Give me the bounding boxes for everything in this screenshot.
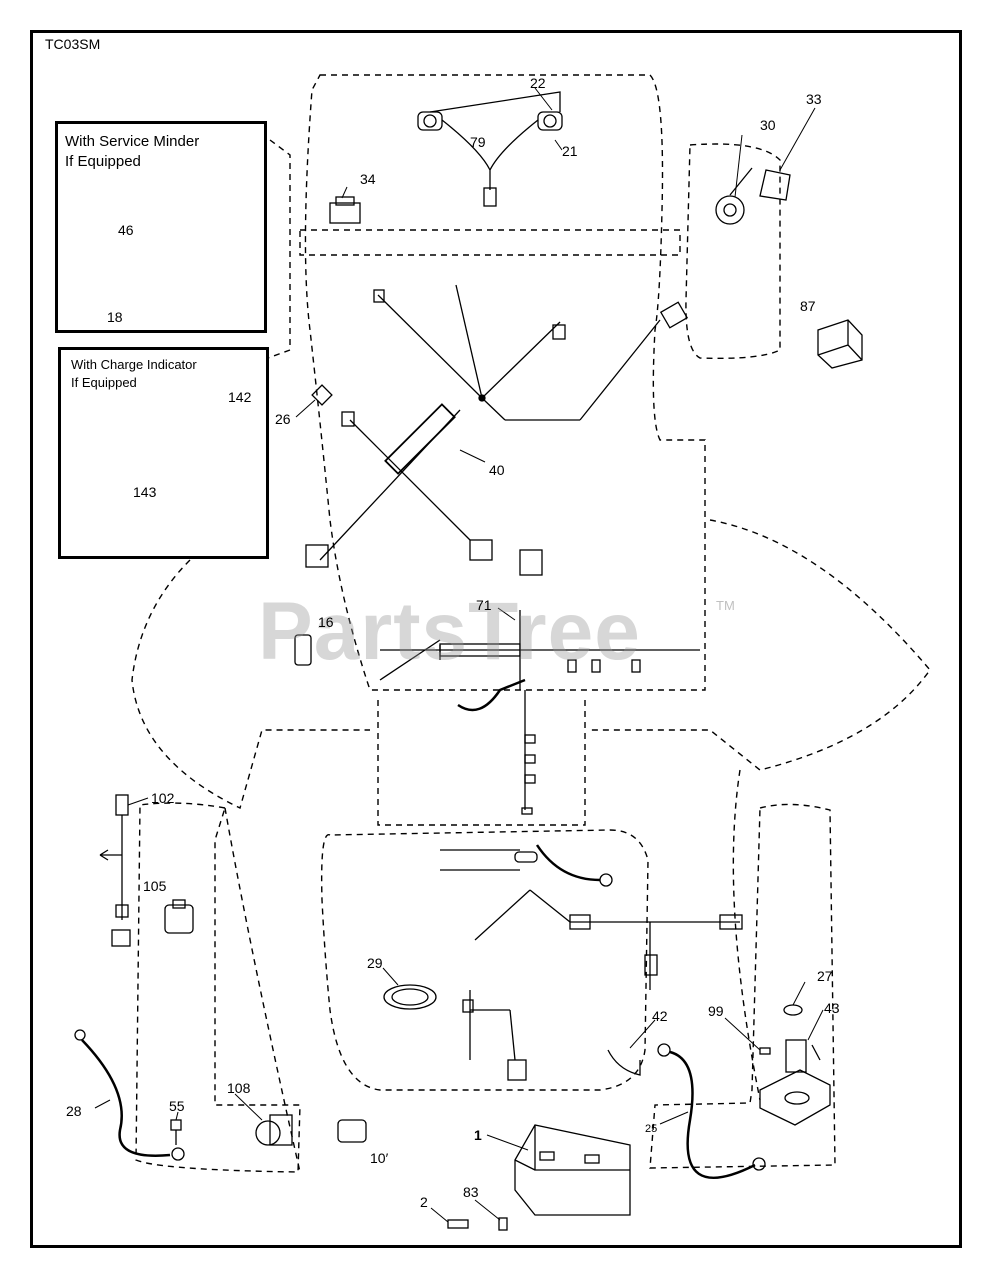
callout-33[interactable]: 33	[806, 91, 822, 107]
callout-25[interactable]: 25	[645, 1123, 658, 1135]
callout-22[interactable]: 22	[530, 75, 546, 91]
callout-26[interactable]: 26	[275, 411, 291, 427]
part-108-switch	[255, 1114, 293, 1146]
callout-2[interactable]: 2	[420, 1194, 428, 1210]
part-10-module	[337, 1119, 367, 1143]
callout-55[interactable]: 55	[169, 1098, 185, 1114]
part-42-clamp	[607, 1049, 641, 1076]
callout-105[interactable]: 105	[143, 878, 167, 894]
callout-21[interactable]: 21	[562, 143, 578, 159]
part-2-bolt	[447, 1219, 469, 1229]
callout-29[interactable]: 29	[367, 955, 383, 971]
charge-indicator-title-2: If Equipped	[71, 375, 137, 390]
watermark-trademark: TM	[716, 598, 735, 613]
right-wheel-arc	[732, 769, 761, 1101]
part-105-solenoid	[164, 899, 194, 934]
part-25-cable	[657, 1043, 766, 1180]
callout-83[interactable]: 83	[463, 1184, 479, 1200]
part-71-harness	[379, 610, 700, 815]
part-83-nut	[498, 1217, 508, 1231]
part-29-coil	[383, 984, 437, 1010]
callout-87[interactable]: 87	[800, 298, 816, 314]
headlight-assembly	[417, 91, 563, 207]
callout-143[interactable]: 143	[133, 484, 157, 500]
right-seat-outline	[590, 519, 931, 771]
callout-108[interactable]: 108	[227, 1080, 251, 1096]
callout-79[interactable]: 79	[470, 134, 486, 150]
charge-indicator-inset: With Charge Indicator If Equipped	[58, 347, 269, 559]
callout-40[interactable]: 40	[489, 462, 505, 478]
callout-99[interactable]: 99	[708, 1003, 724, 1019]
frame-outline	[321, 829, 649, 1091]
part-43-starter	[759, 1004, 831, 1126]
part-102-harness	[99, 794, 131, 947]
service-minder-title-2: If Equipped	[65, 153, 141, 170]
callout-42[interactable]: 42	[652, 1008, 668, 1024]
part-30-ignition	[715, 167, 791, 225]
left-fender-outline	[131, 559, 370, 809]
callout-27[interactable]: 27	[817, 968, 833, 984]
callout-1[interactable]: 1	[474, 1127, 482, 1143]
lower-harness	[440, 844, 743, 1081]
part-28-cable	[74, 1029, 185, 1161]
diagram-code: TC03SM	[45, 36, 101, 52]
watermark-brand: PartsTree	[258, 586, 641, 677]
service-minder-inset: With Service Minder If Equipped	[55, 121, 267, 333]
body-outlines	[131, 74, 931, 1173]
right-fender-outline	[685, 143, 781, 360]
left-upper-outline	[267, 139, 291, 359]
callout-34[interactable]: 34	[360, 171, 376, 187]
leader-lines	[94, 87, 824, 1223]
left-rear-outline	[135, 802, 301, 1173]
right-rear-outline	[649, 803, 836, 1169]
callout-43[interactable]: 43	[824, 1000, 840, 1016]
callout-28[interactable]: 28	[66, 1103, 82, 1119]
service-minder-title-1: With Service Minder	[65, 133, 200, 150]
main-harness	[305, 284, 689, 576]
part-34-switch	[329, 196, 361, 224]
charge-indicator-title-1: With Charge Indicator	[71, 357, 197, 372]
part-87-relay	[817, 319, 863, 369]
callout-10[interactable]: 10′	[370, 1150, 389, 1166]
hood-outline	[304, 74, 706, 691]
left-wheel-arc	[224, 807, 301, 1173]
callout-102[interactable]: 102	[151, 790, 175, 806]
callout-46[interactable]: 46	[118, 222, 134, 238]
callout-142[interactable]: 142	[228, 389, 252, 405]
part-26-fuse	[311, 384, 333, 406]
part-16-connector	[294, 634, 312, 666]
callout-30[interactable]: 30	[760, 117, 776, 133]
dash-panel-outline	[299, 229, 681, 256]
callout-18[interactable]: 18	[107, 309, 123, 325]
diagram-frame	[30, 30, 962, 1248]
callout-71[interactable]: 71	[476, 597, 492, 613]
callout-16[interactable]: 16	[318, 614, 334, 630]
part-1-battery	[514, 1124, 631, 1216]
